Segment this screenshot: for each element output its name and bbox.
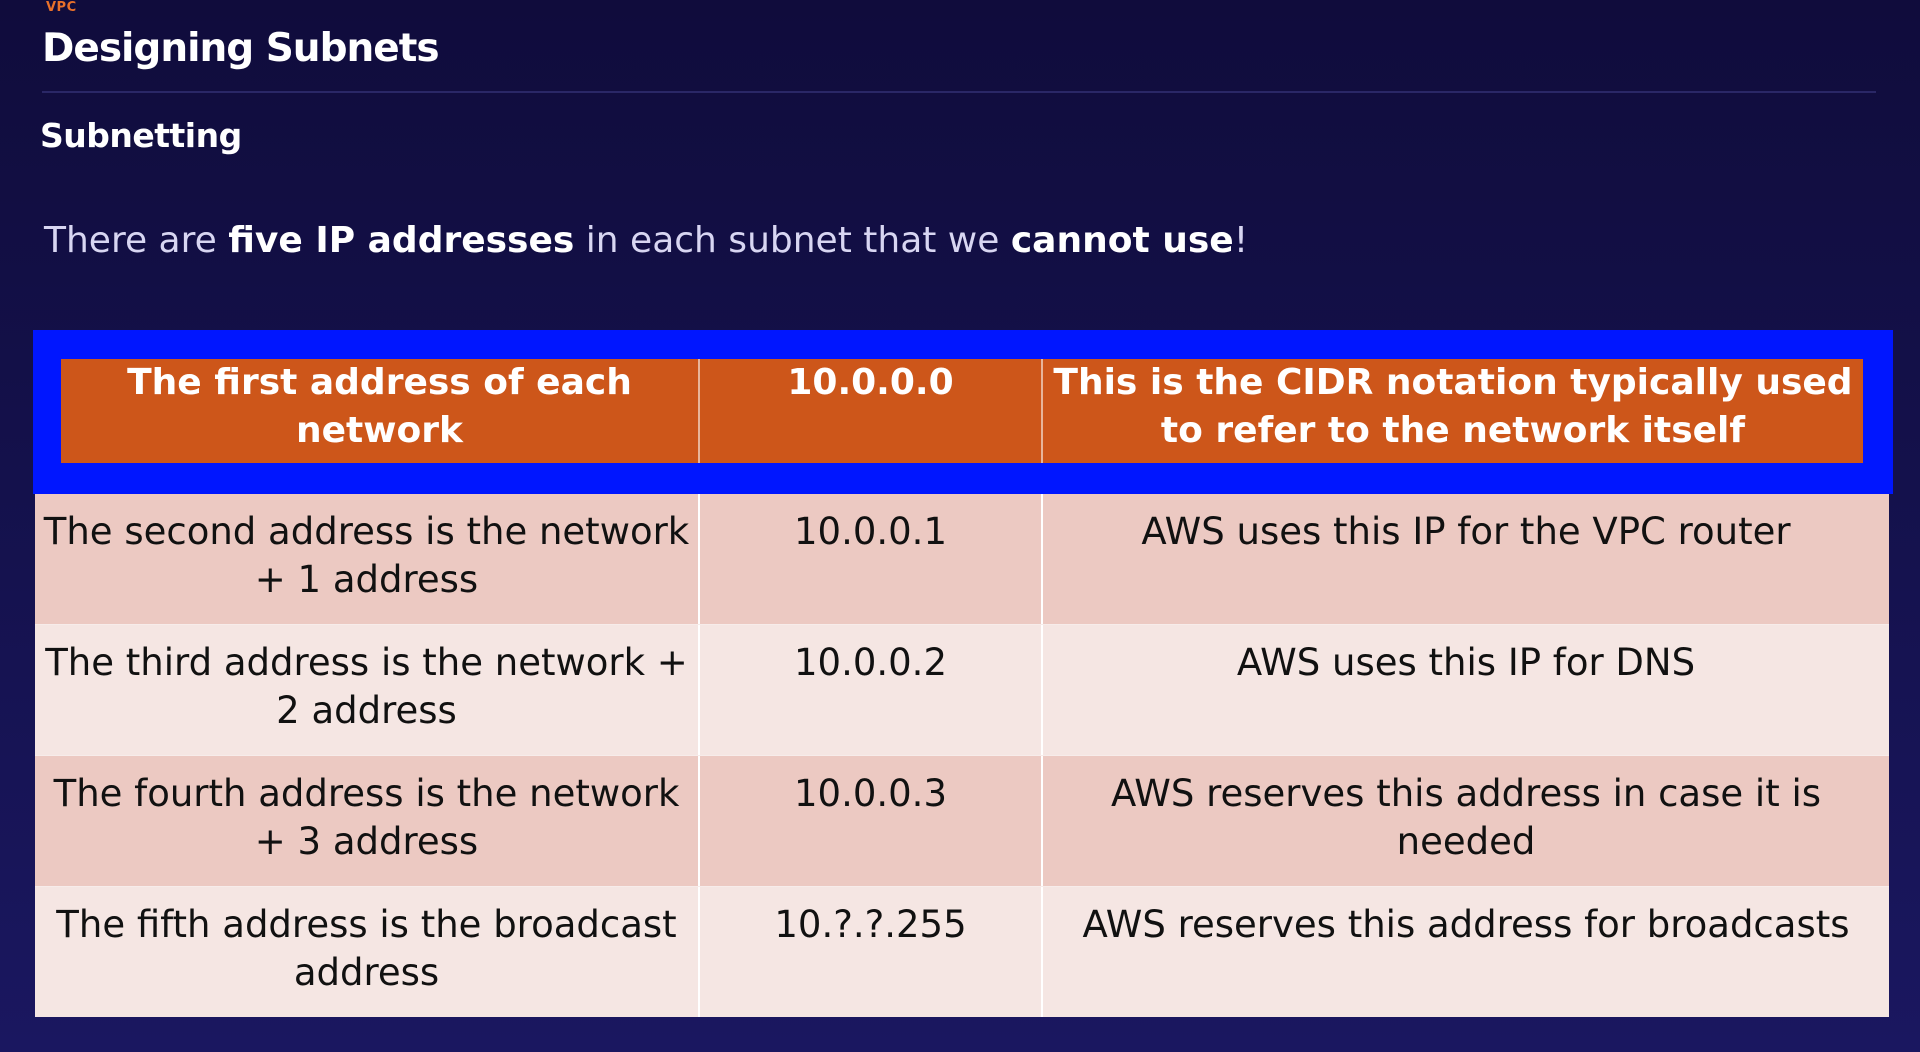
cell-description: The second address is the network + 1 ad… [43,510,690,601]
cell-note: AWS uses this IP for the VPC router [1041,494,1889,624]
intro-text-part: There are [44,220,229,261]
cell-note: AWS reserves this address in case it is … [1041,756,1889,886]
page-title: Designing Subnets [42,26,440,71]
cell-description: The first address of each network [127,362,632,451]
cell-address: 10.0.0.1 [698,494,1041,624]
cell-address: 10.0.0.2 [698,625,1041,755]
cell-description: The third address is the network + 2 add… [45,641,688,732]
intro-emphasis-cannot-use: cannot use [1010,220,1234,261]
title-divider [42,91,1876,93]
section-subtitle: Subnetting [40,116,242,155]
cell-description: The fourth address is the network + 3 ad… [53,772,680,863]
table-row: The second address is the network + 1 ad… [35,494,1889,624]
intro-text-part: ! [1233,220,1249,261]
intro-emphasis-five-ip: five IP addresses [228,220,575,261]
cell-note: This is the CIDR notation typically used… [1041,359,1863,463]
cell-address: 10.0.0.3 [698,756,1041,886]
table-row: The fourth address is the network + 3 ad… [35,755,1889,886]
cell-address: 10.?.?.255 [698,887,1041,1017]
table-row: The fifth address is the broadcast addre… [35,886,1889,1017]
highlight-box: The first address of each network 10.0.0… [33,330,1893,494]
cell-note: AWS uses this IP for DNS [1041,625,1889,755]
cell-address: 10.0.0.0 [698,359,1041,463]
intro-text-part: in each subnet that we [574,220,1011,261]
cell-description: The fifth address is the broadcast addre… [56,903,677,994]
table-row: The third address is the network + 2 add… [35,624,1889,755]
cell-note: AWS reserves this address for broadcasts [1041,887,1889,1017]
reserved-addresses-table: The first address of each network 10.0.0… [33,330,1893,1017]
section-label: VPC [46,0,77,15]
intro-text: There are five IP addresses in each subn… [44,220,1248,261]
table-row-highlighted: The first address of each network 10.0.0… [61,359,1863,463]
